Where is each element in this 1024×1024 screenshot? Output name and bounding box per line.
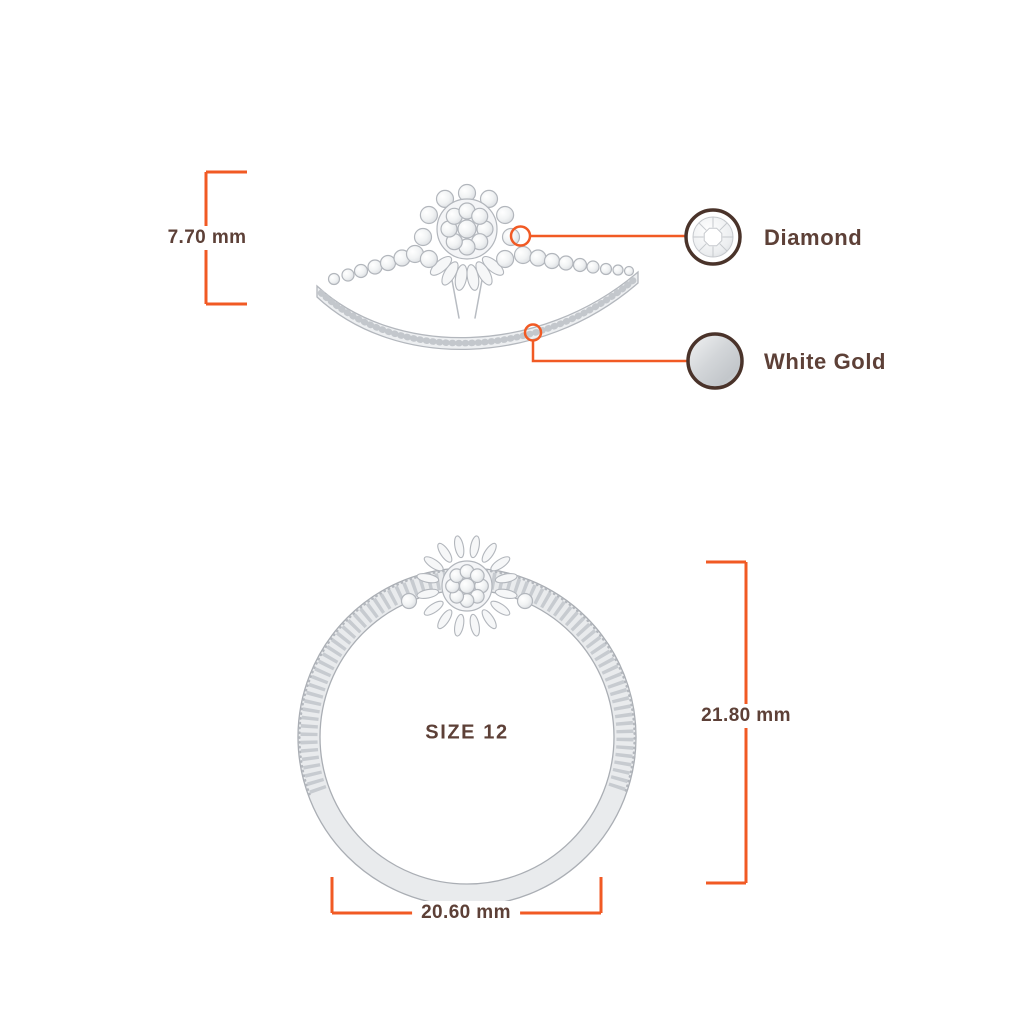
front-medallion-cluster [441, 560, 493, 612]
white-gold-swatch-icon [686, 332, 744, 390]
side-height-dimension-label: 7.70 mm [158, 226, 256, 250]
white-gold-callout-marker [523, 323, 688, 363]
side-head-prongs [451, 279, 483, 319]
side-head-petals [429, 255, 505, 291]
diamond-swatch-icon [684, 208, 742, 266]
side-head-cluster [436, 198, 498, 260]
diamond-callout-marker [509, 225, 686, 247]
diamond-callout-label: Diamond [764, 225, 863, 250]
ring-size-label: SIZE 12 [425, 721, 509, 744]
white-gold-callout-label: White Gold [764, 349, 887, 374]
front-medallion-petals [416, 535, 518, 637]
front-height-dimension-label: 21.80 mm [692, 704, 800, 728]
front-shoulder-stones [400, 592, 534, 610]
side-shank-beads [317, 275, 639, 347]
side-left-pave [327, 244, 425, 286]
front-pave-channel [300, 570, 634, 794]
front-width-dimension-label: 20.60 mm [412, 901, 520, 925]
side-shank [316, 270, 639, 350]
side-right-pave [513, 245, 635, 277]
ring-front-view [297, 535, 637, 907]
ring-side-view [316, 183, 639, 350]
side-head-halo [413, 183, 521, 269]
